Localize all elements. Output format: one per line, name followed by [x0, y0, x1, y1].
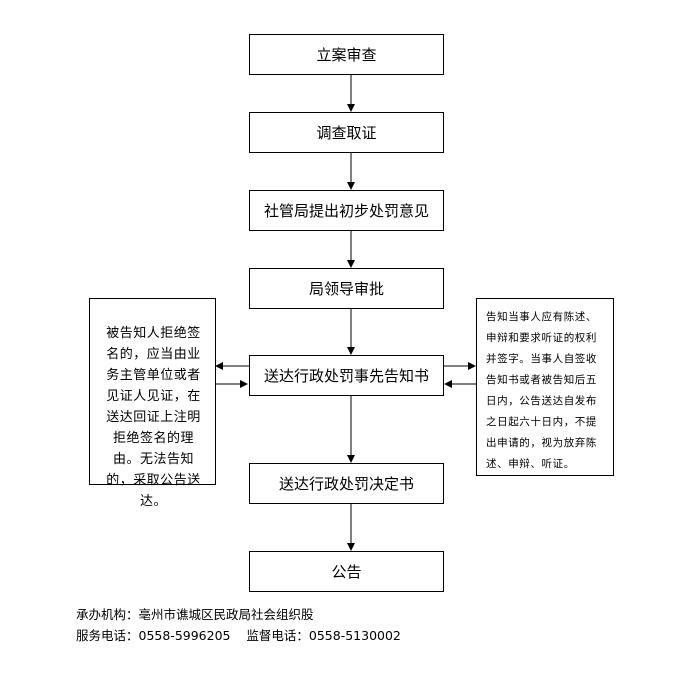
step-box-preliminary-opinion: 社管局提出初步处罚意见 [249, 190, 444, 231]
footer-organizer: 承办机构：亳州市谯城区民政局社会组织股 [76, 607, 314, 622]
left-note-box: 被告知人拒绝签名的，应当由业务主管单位或者见证人见证，在送达回证上注明拒绝签名的… [89, 298, 216, 509]
step-box-decision-delivery: 送达行政处罚决定书 [249, 463, 444, 504]
step-label: 公告 [331, 562, 362, 581]
step-box-filing-review: 立案审查 [249, 34, 444, 75]
step-label: 社管局提出初步处罚意见 [263, 201, 429, 220]
footer-phones: 服务电话：0558-5996205 监督电话：0558-5130002 [76, 628, 401, 643]
step-label: 送达行政处罚决定书 [278, 474, 414, 493]
step-box-investigation: 调查取证 [249, 112, 444, 153]
right-note-box: 告知当事人应有陈述、申辩和要求听证的权利并签字。当事人自签收告知书或者被告知后五… [476, 298, 614, 476]
step-box-prior-notice: 送达行政处罚事先告知书 [249, 355, 444, 396]
step-box-announcement: 公告 [249, 551, 444, 592]
step-box-leader-approval: 局领导审批 [249, 268, 444, 309]
step-label: 局领导审批 [308, 279, 384, 298]
step-label: 调查取证 [316, 123, 377, 142]
step-label: 送达行政处罚事先告知书 [263, 366, 429, 385]
step-label: 立案审查 [316, 45, 377, 64]
